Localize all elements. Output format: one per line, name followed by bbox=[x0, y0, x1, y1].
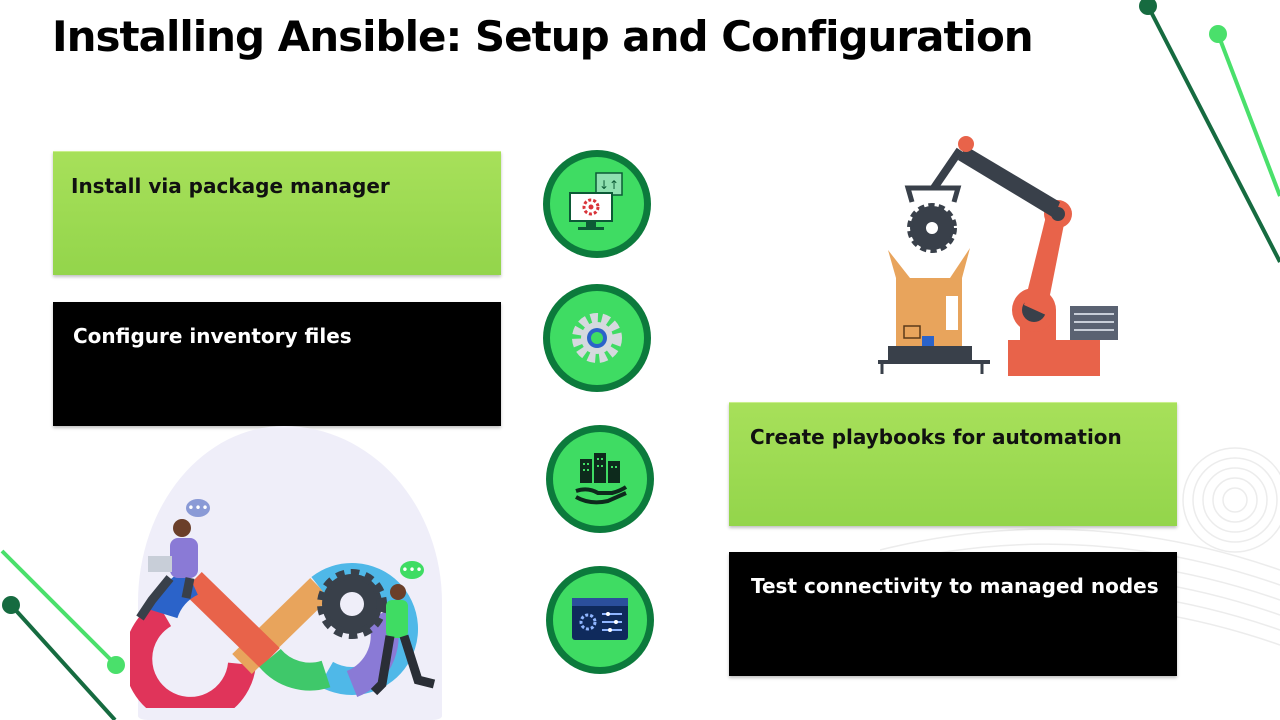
step-card-configure: Configure inventory files bbox=[53, 302, 501, 426]
step-label: Test connectivity to managed nodes bbox=[751, 574, 1159, 598]
step-card-test: Test connectivity to managed nodes bbox=[729, 552, 1177, 676]
slide-title: Installing Ansible: Setup and Configurat… bbox=[52, 12, 1034, 61]
decorative-lines-top-right bbox=[1139, 0, 1280, 263]
devops-infinity-illustration: ••• ••• bbox=[130, 499, 436, 708]
step-label: Create playbooks for automation bbox=[750, 425, 1122, 449]
computer-sync-icon: ↓↑ bbox=[543, 150, 651, 258]
step-label: Install via package manager bbox=[71, 174, 390, 198]
svg-text:•••: ••• bbox=[401, 563, 422, 577]
gear-icon bbox=[543, 284, 651, 392]
svg-text:↓↑: ↓↑ bbox=[599, 178, 619, 192]
decorative-lines-bottom-left bbox=[0, 549, 125, 720]
svg-text:•••: ••• bbox=[187, 501, 208, 515]
step-card-install: Install via package manager bbox=[53, 151, 501, 275]
building-hand-icon bbox=[546, 425, 654, 533]
step-card-playbooks: Create playbooks for automation bbox=[729, 402, 1177, 526]
step-label: Configure inventory files bbox=[73, 324, 352, 348]
robot-arm-illustration bbox=[878, 136, 1118, 376]
dashboard-settings-icon bbox=[546, 566, 654, 674]
